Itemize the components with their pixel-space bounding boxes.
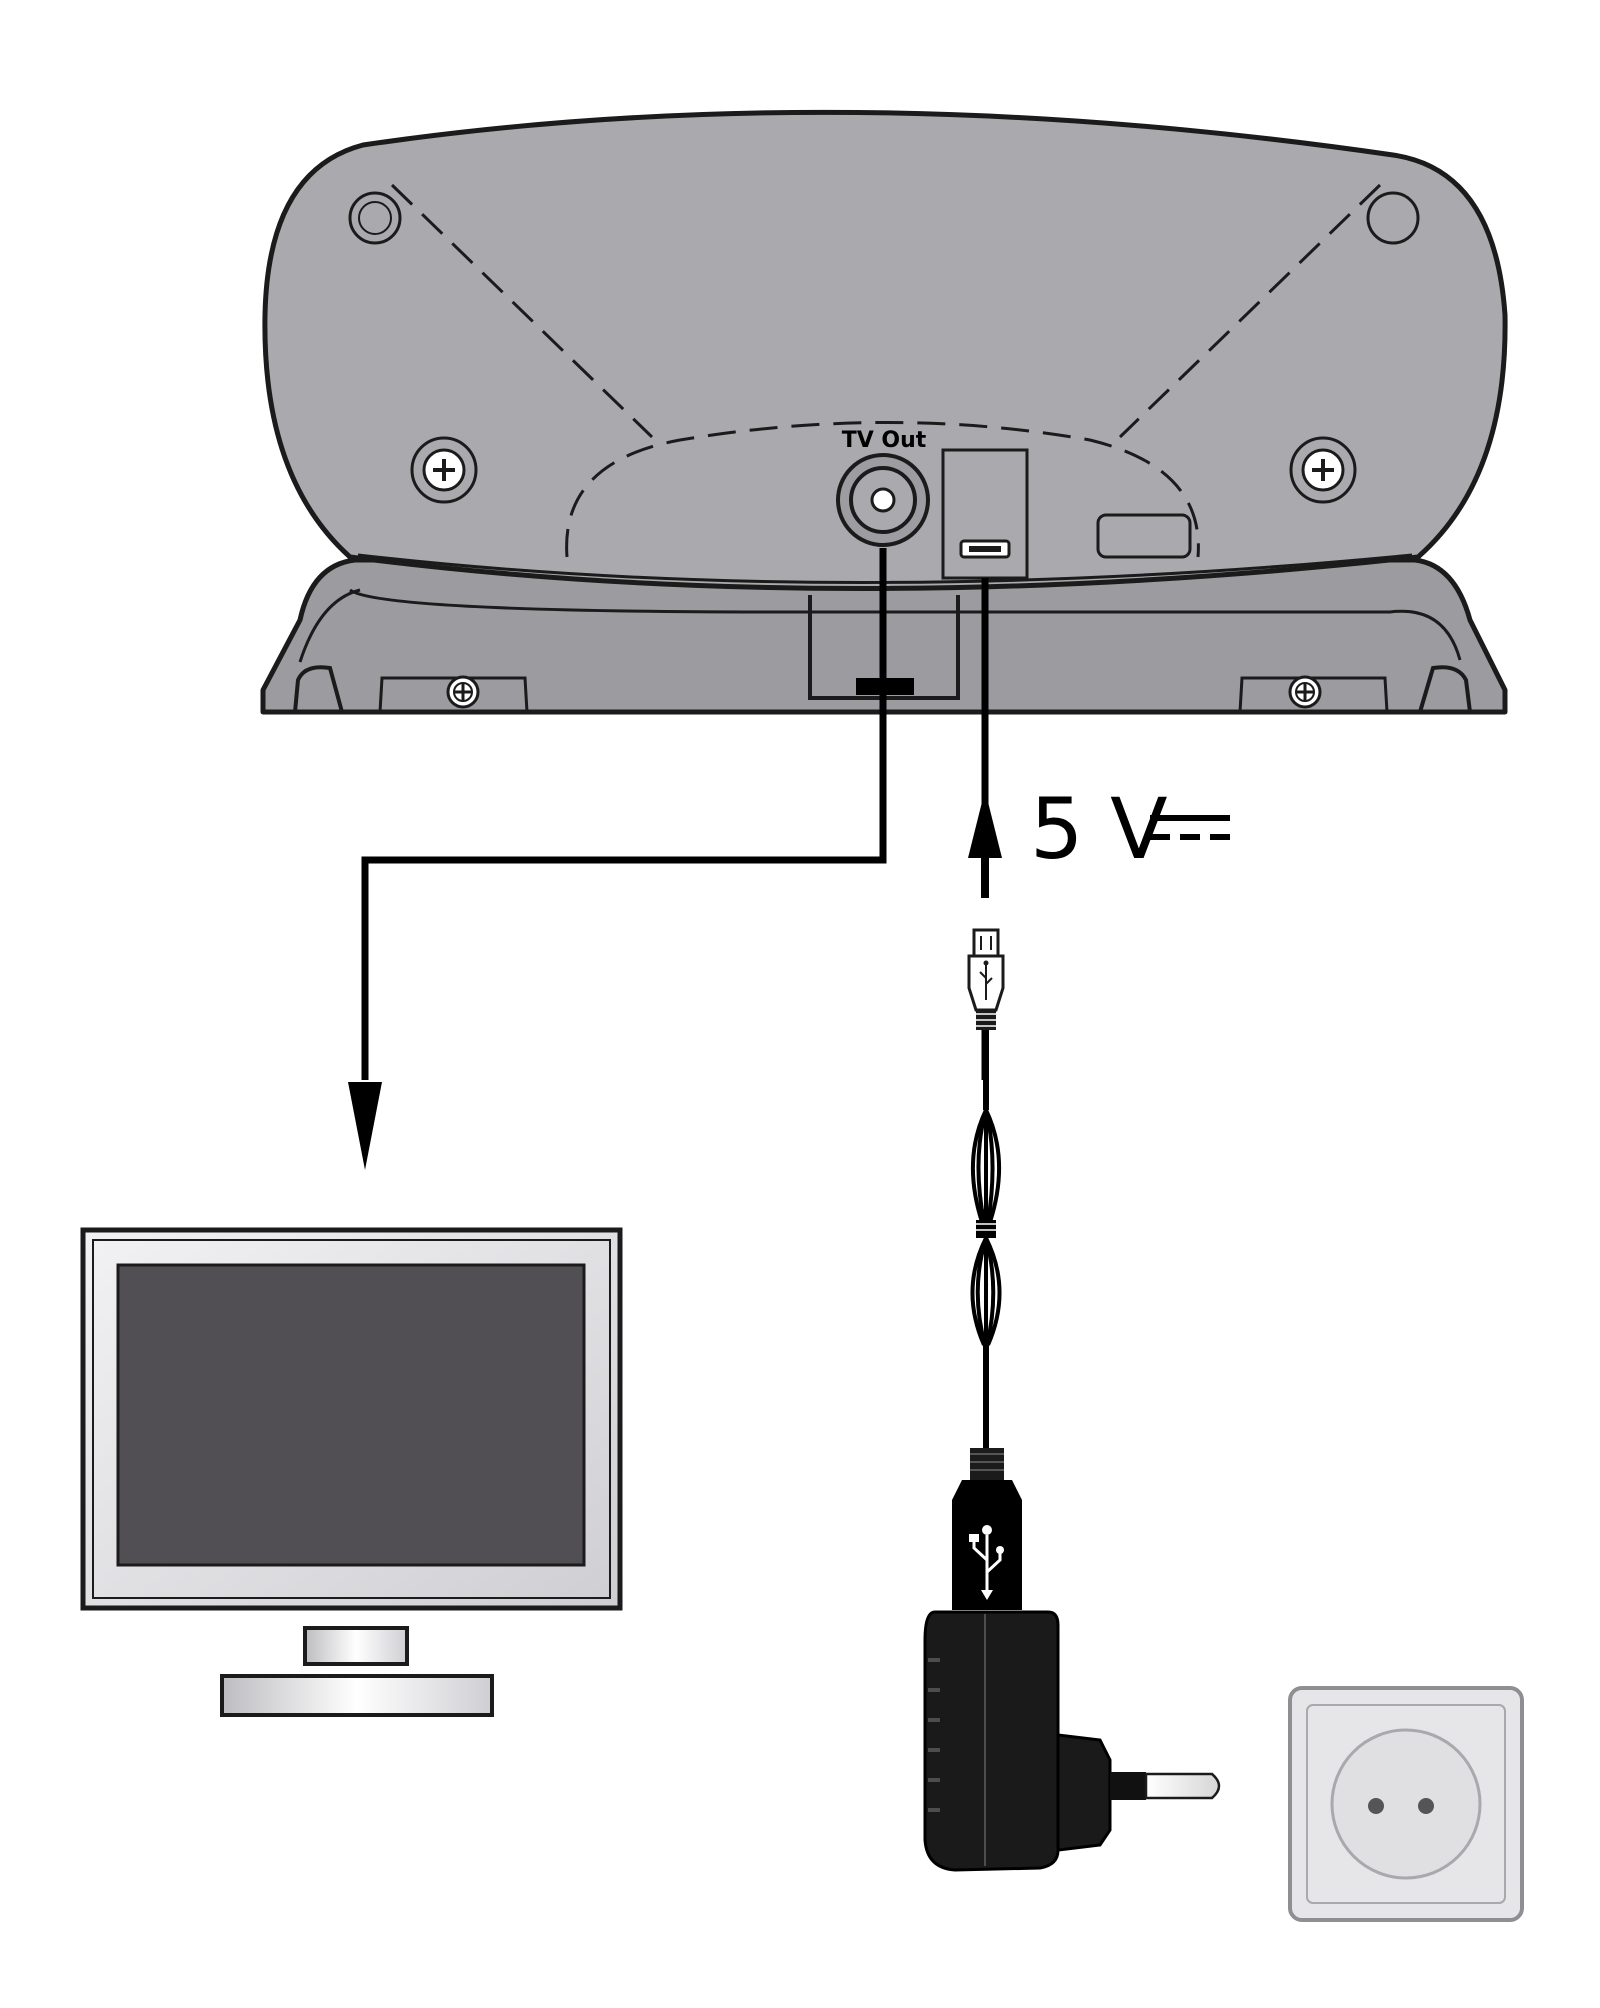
screw-icon <box>1289 436 1357 504</box>
wall-socket <box>1288 1686 1524 1922</box>
usb-icon <box>979 960 993 1000</box>
power-adapter <box>923 1610 1221 1872</box>
arrow-down-icon <box>348 1082 382 1170</box>
tv-screen <box>116 1263 586 1567</box>
rear-slot <box>1096 513 1192 559</box>
usb-a-plug <box>952 1448 1022 1610</box>
voltage-label: 5 V <box>1030 780 1168 878</box>
socket-hole <box>1418 1798 1434 1814</box>
dc-current-icon <box>1150 815 1230 840</box>
usb-icon <box>969 1525 1004 1600</box>
television <box>80 1227 623 1717</box>
tv-stand-base <box>220 1674 494 1717</box>
tv-out-port <box>836 453 930 547</box>
coax-cable <box>348 548 887 1170</box>
usb-power-cable <box>952 578 1022 1610</box>
socket-face <box>1330 1728 1482 1880</box>
screw-icon <box>1288 675 1322 709</box>
tv-stand-neck <box>303 1626 409 1666</box>
screw-icon <box>410 436 478 504</box>
antenna-device: TV Out <box>260 109 1508 715</box>
micro-usb-plug <box>967 928 1005 1030</box>
antenna-body <box>262 109 1508 591</box>
tv-out-label: TV Out <box>842 428 927 453</box>
coiled-cable-bundle <box>970 1109 1002 1346</box>
socket-hole <box>1368 1798 1384 1814</box>
screw-icon <box>446 675 480 709</box>
plug-pin <box>1144 1772 1221 1800</box>
arrow-up-icon <box>968 790 1002 858</box>
usb-port-panel <box>941 448 1029 580</box>
